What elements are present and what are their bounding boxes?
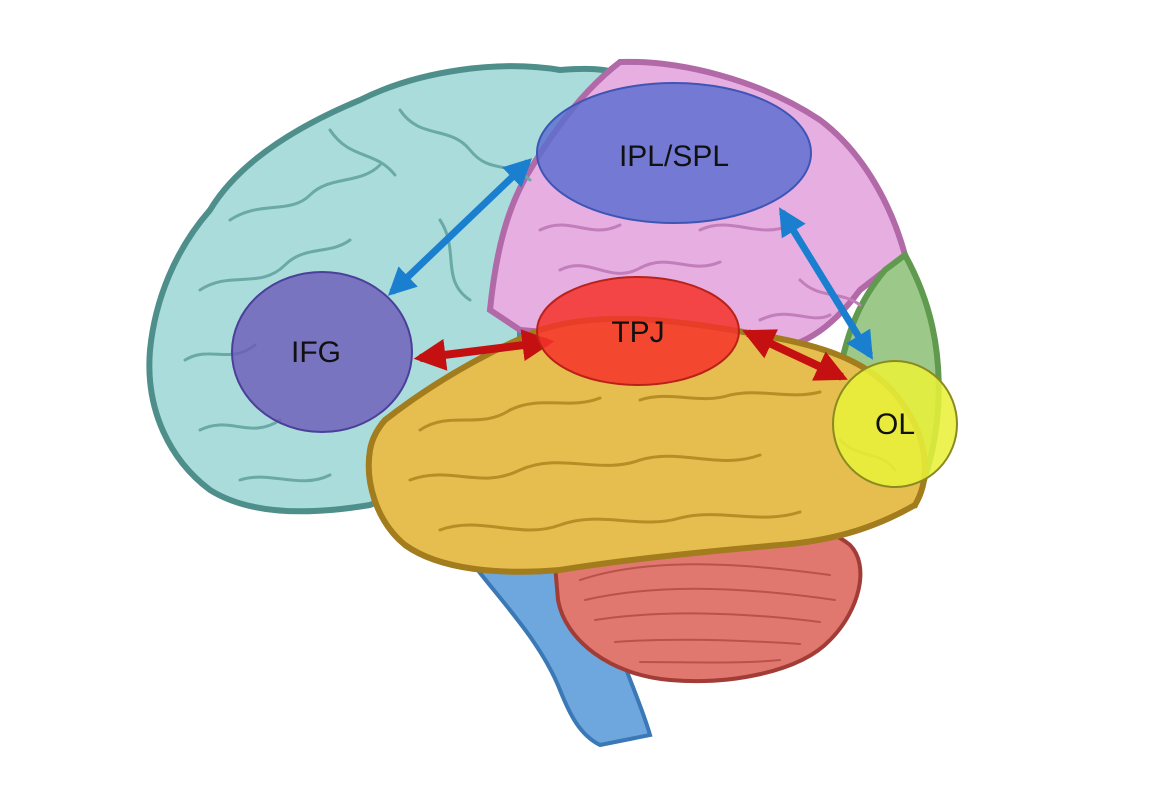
label-tpj: TPJ xyxy=(611,316,664,349)
label-ol: OL xyxy=(875,408,915,441)
cerebellum-folia xyxy=(579,563,836,664)
region-ifg xyxy=(231,271,413,433)
label-ipl-spl: IPL/SPL xyxy=(619,140,729,173)
arrow-ifg-tpj xyxy=(413,329,555,371)
arrow-ipl-ol xyxy=(779,207,873,360)
arrow-tpj-ol xyxy=(742,329,848,381)
region-ipl-spl xyxy=(536,82,812,224)
region-tpj xyxy=(536,276,740,386)
arrow-ifg-ipl xyxy=(387,158,533,296)
region-ol xyxy=(832,360,958,488)
label-ifg: IFG xyxy=(291,336,341,369)
